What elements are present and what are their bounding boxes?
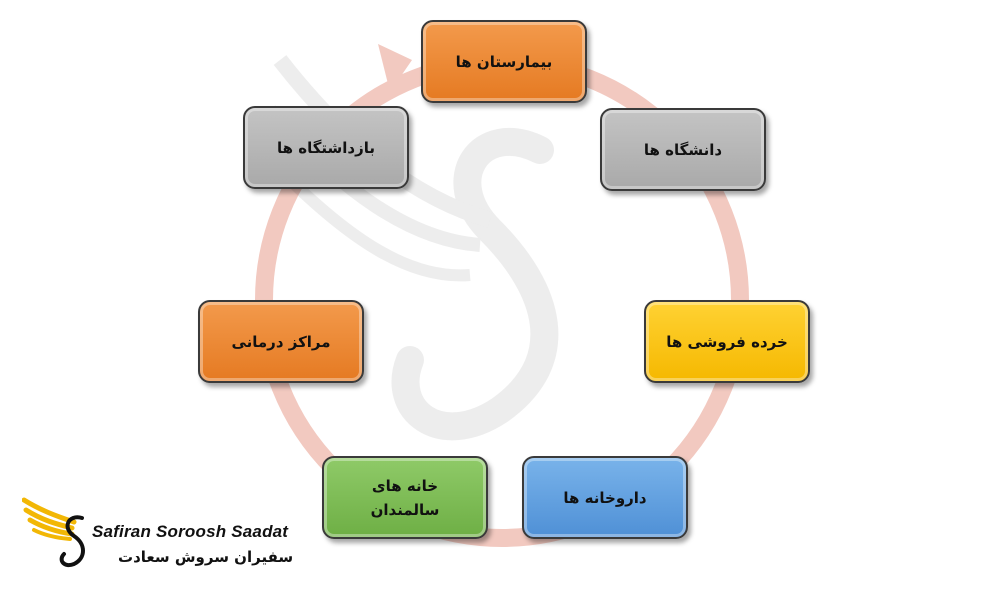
brand-logo: Safiran Soroosh Saadat سفیران سروش سعادت xyxy=(22,492,302,580)
node-retailers: خرده فروشی ها xyxy=(644,300,810,383)
logo-persian-text: سفیران سروش سعادت xyxy=(118,548,294,566)
node-nursing-homes: خانه های سالمندان xyxy=(322,456,488,539)
phoenix-logo-icon xyxy=(22,497,85,567)
cycle-arrowhead xyxy=(378,44,412,92)
node-universities: دانشگاه ها xyxy=(600,108,766,191)
node-hospitals: بیمارستان ها xyxy=(421,20,587,103)
node-detention-centers: بازداشتگاه ها xyxy=(243,106,409,189)
node-pharmacies: داروخانه ها xyxy=(522,456,688,539)
logo-latin-text: Safiran Soroosh Saadat xyxy=(92,522,289,541)
node-medical-centers: مراکز درمانی xyxy=(198,300,364,383)
